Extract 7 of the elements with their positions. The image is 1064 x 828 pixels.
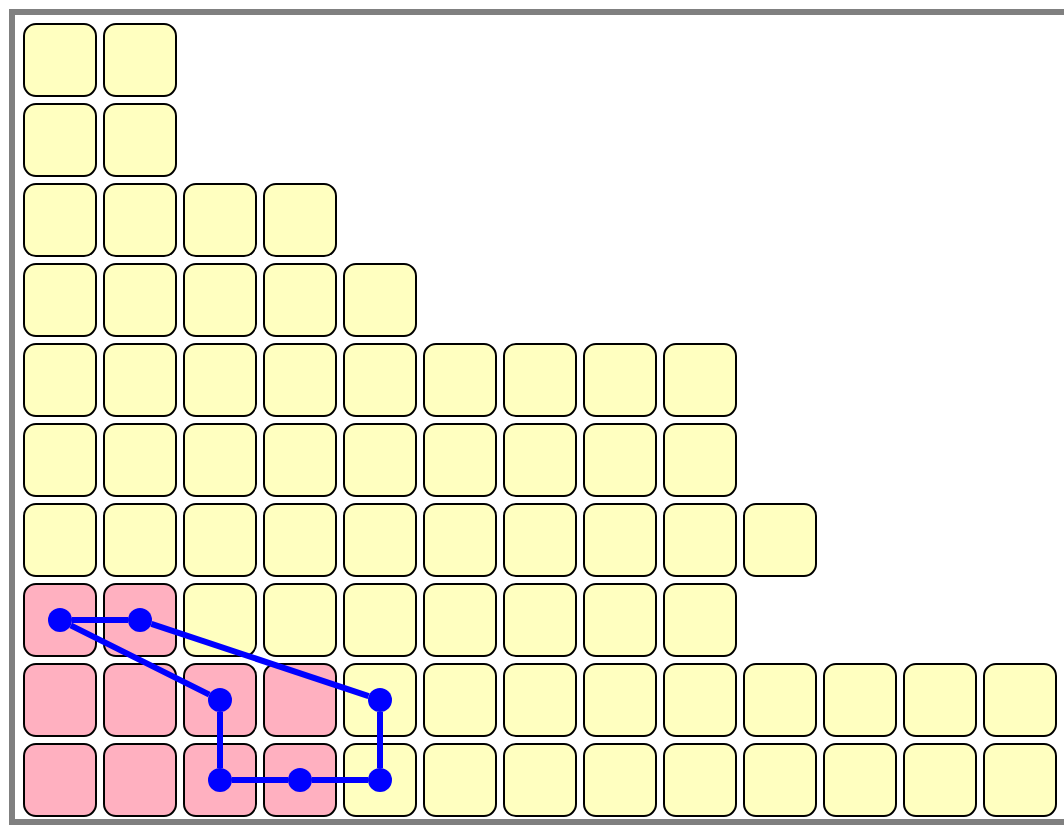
connector-line (69, 622, 211, 698)
connector-line (72, 617, 128, 623)
connector-line (312, 777, 368, 783)
connector-line (232, 777, 288, 783)
connector-line (377, 712, 383, 768)
connector-line (217, 712, 223, 768)
connector-line (150, 620, 370, 700)
